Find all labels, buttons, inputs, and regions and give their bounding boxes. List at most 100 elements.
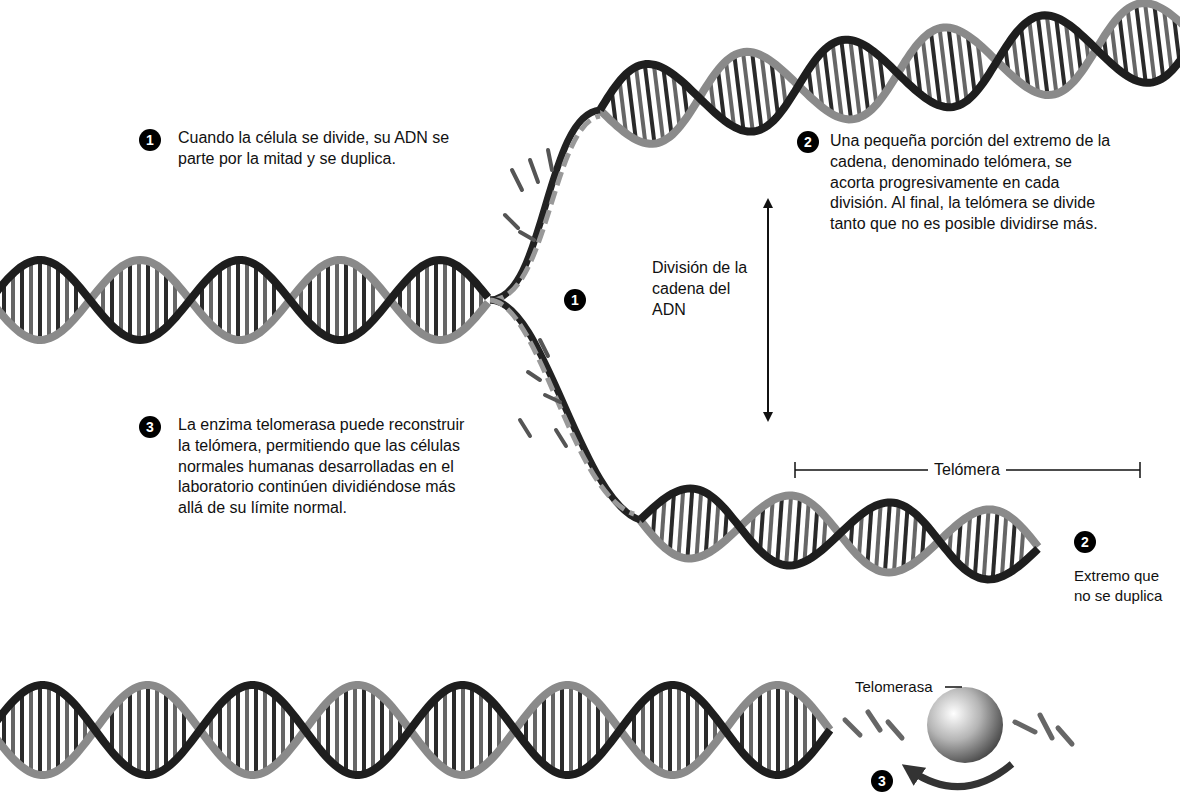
base-pair: [734, 55, 743, 130]
base-pair: [353, 685, 357, 775]
base-pair: [344, 261, 348, 340]
base-pair: [173, 699, 177, 760]
telomerase-enzyme: [927, 687, 1003, 763]
fork-strand: [490, 300, 634, 514]
base-pair: [11, 701, 15, 758]
base-pair: [1056, 18, 1065, 90]
base-pair: [804, 502, 808, 562]
base-pair: [119, 698, 123, 761]
base-pair: [885, 502, 890, 572]
base-pair: [940, 28, 950, 107]
base-pair: [470, 687, 474, 773]
base-pair: [876, 504, 881, 570]
callout-number: 2: [797, 131, 819, 153]
base-pair: [47, 686, 51, 774]
base-pair: [1029, 20, 1038, 93]
base-pair: [628, 73, 636, 140]
base-pair: [894, 504, 899, 572]
base-pair: [227, 262, 231, 337]
dna-strand: [0, 685, 830, 775]
base-pair: [317, 268, 321, 331]
base-pair: [650, 693, 654, 767]
base-pair: [668, 685, 672, 775]
base-pair: [110, 275, 114, 326]
base-pair: [1002, 514, 1006, 576]
base-pair: [1038, 16, 1048, 95]
base-pair: [785, 687, 789, 773]
base-pair: [380, 697, 384, 764]
base-pair: [452, 686, 456, 773]
rebuild-arrow: [910, 764, 1012, 787]
base-pair: [697, 491, 702, 558]
base-pair: [47, 262, 51, 339]
base-pair: [777, 497, 782, 563]
dna-helix: [0, 685, 830, 775]
base-pair: [488, 699, 492, 760]
dna-strand: [0, 685, 830, 775]
base-pair: [452, 264, 456, 336]
base-pair: [209, 276, 213, 325]
callout-number: 2: [1074, 531, 1096, 553]
base-pair: [687, 489, 692, 559]
base-pair: [344, 688, 348, 773]
step-note: Una pequeña porción del extremo de la ca…: [830, 131, 1120, 235]
base-pair: [958, 30, 967, 101]
base-pair: [461, 685, 465, 775]
base-pair: [769, 500, 773, 558]
base-pair: [867, 508, 871, 564]
base-pair: [1154, 5, 1163, 78]
base-pair: [443, 691, 447, 769]
base-pair: [326, 701, 330, 758]
base-pair: [263, 272, 267, 329]
fork-strand: [490, 300, 640, 520]
base-pair: [931, 32, 940, 106]
base-pair: [362, 271, 366, 329]
callout-number: 1: [139, 129, 161, 151]
dna-strand: [595, 0, 1180, 150]
base-pair: [443, 261, 447, 340]
base-pair: [654, 65, 663, 141]
base-pair: [636, 67, 645, 143]
base-pair: [371, 690, 375, 770]
base-pair: [743, 52, 753, 131]
base-pair: [272, 694, 276, 766]
base-pair: [263, 688, 267, 772]
base-pair: [128, 262, 132, 338]
fork-strand: [490, 116, 600, 300]
base-pair: [1145, 3, 1155, 82]
part-label: Telomerasa: [855, 677, 933, 697]
base-pair: [833, 44, 842, 119]
base-pair: [860, 43, 869, 113]
base-pair: [479, 692, 483, 769]
base-pair: [29, 262, 33, 339]
base-pair: [686, 690, 690, 770]
base-pair: [786, 495, 791, 565]
base-pair: [434, 260, 438, 339]
base-pair: [164, 273, 168, 328]
base-pair: [254, 685, 258, 775]
base-pair: [984, 509, 989, 578]
base-pair: [659, 688, 663, 773]
base-pair: [752, 52, 761, 129]
base-pair: [20, 693, 24, 767]
base-pair: [670, 493, 674, 552]
base-pair: [155, 266, 159, 335]
base-pair: [596, 703, 600, 758]
callout-number: 1: [564, 289, 586, 311]
dna-strand: [595, 0, 1180, 150]
dna-helix: [595, 0, 1180, 150]
base-pair: [335, 693, 339, 767]
base-pair: [850, 40, 860, 117]
nucleotide-fragments: [505, 150, 566, 446]
base-pair: [695, 697, 699, 764]
base-pair: [434, 698, 438, 761]
base-pair: [679, 489, 684, 556]
base-pair: [966, 515, 970, 570]
base-pair: [38, 685, 42, 775]
base-pair: [913, 515, 916, 564]
base-pair: [569, 685, 573, 775]
base-pair: [641, 701, 645, 758]
base-pair: [749, 698, 753, 761]
